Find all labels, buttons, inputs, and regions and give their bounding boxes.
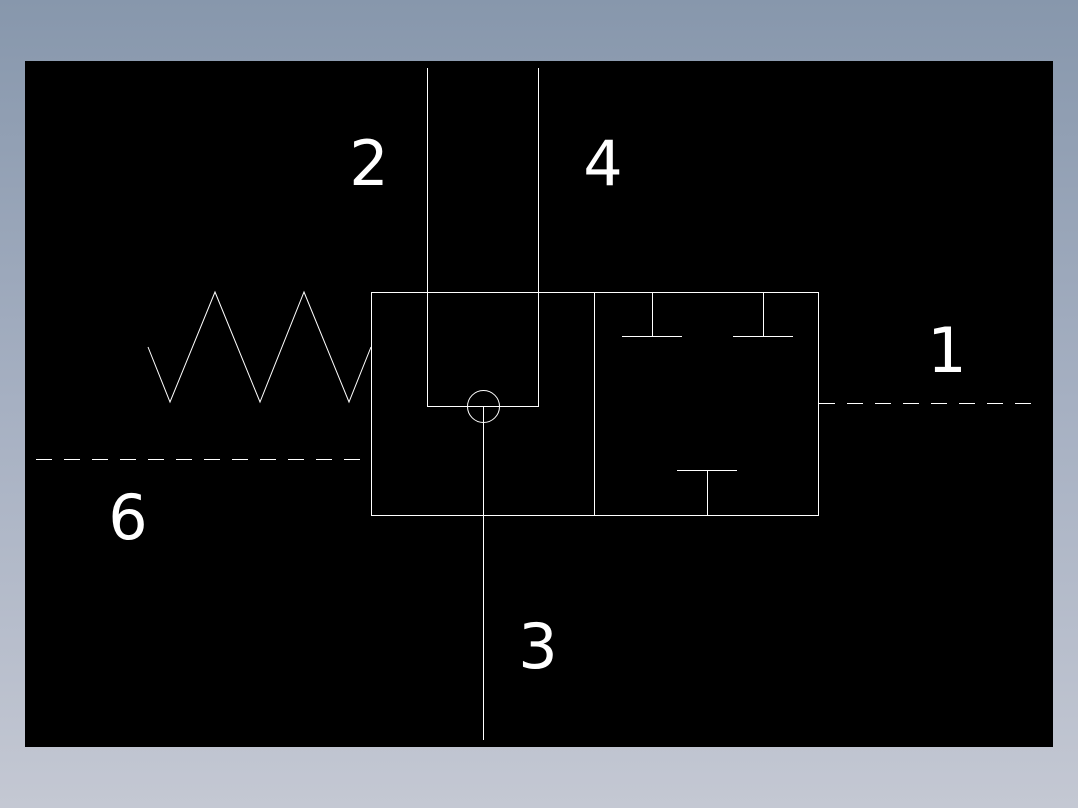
port-label-3: 3	[518, 610, 557, 683]
flow-path-2-to-4	[427, 68, 539, 407]
spring-symbol	[147, 290, 372, 404]
port-label-2: 2	[349, 127, 388, 200]
port-label-1: 1	[927, 314, 966, 387]
port-label-6: 6	[108, 481, 147, 554]
port-label-4: 4	[583, 127, 622, 200]
